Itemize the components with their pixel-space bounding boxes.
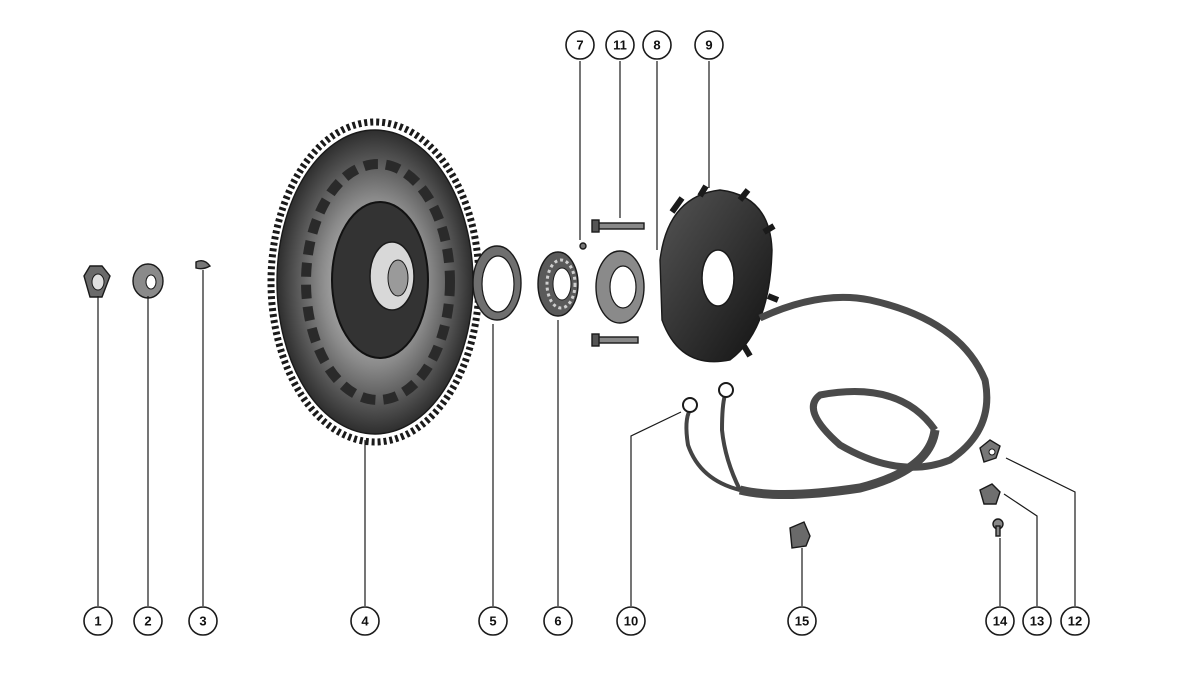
callout-number: 12 [1068,614,1082,629]
callout-circle [83,606,113,636]
callout-12: 12 [1060,606,1090,636]
part-4-flywheel [267,118,483,446]
callout-number: 8 [653,38,660,53]
part-3-key [195,259,212,270]
callout-number: 6 [554,614,561,629]
callout-number: 15 [795,614,809,629]
callout-15: 15 [787,606,817,636]
part-8-washer [595,250,645,324]
part-1-nut [83,265,111,298]
callout-1: 1 [83,606,113,636]
callout-circle [605,30,635,60]
callout-circle [133,606,163,636]
callout-number: 14 [993,614,1008,629]
callout-11: 11 [605,30,635,60]
callout-number: 2 [144,614,151,629]
callout-10: 10 [616,606,646,636]
callout-circle [1022,606,1052,636]
callout-circle [1060,606,1090,636]
callout-3: 3 [188,606,218,636]
callout-circle [543,606,573,636]
callout-number: 1 [94,614,101,629]
callout-circle [985,606,1015,636]
callout-5: 5 [478,606,508,636]
part-2-washer [132,263,164,299]
callout-2: 2 [133,606,163,636]
leader-lines [97,61,1076,606]
callout-circle [188,606,218,636]
callout-number: 4 [361,614,369,629]
callout-number: 9 [705,38,712,53]
callout-9: 9 [694,30,724,60]
callout-circle [787,606,817,636]
part-13-nut [979,483,1001,505]
part-9-stator [659,184,780,363]
callout-6: 6 [543,606,573,636]
part-14-screw [992,518,1004,537]
part-6-bearing [537,251,579,317]
callout-7: 7 [565,30,595,60]
callout-number: 10 [624,614,638,629]
callout-number: 3 [199,614,206,629]
callout-14: 14 [985,606,1015,636]
callout-number: 11 [613,38,627,53]
part-5-ring [472,245,522,321]
callout-4: 4 [350,606,380,636]
callout-circle [350,606,380,636]
callout-8: 8 [642,30,672,60]
part-15-clamp [789,521,811,549]
part-12-clip [979,439,1001,463]
callout-number: 5 [489,614,496,629]
callout-circle [694,30,724,60]
callout-13: 13 [1022,606,1052,636]
part-11-screws [591,219,645,347]
callout-circle [478,606,508,636]
callout-circle [616,606,646,636]
part-10-harness [682,293,991,500]
callout-number: 7 [576,38,583,53]
callout-circle [565,30,595,60]
callout-circle [642,30,672,60]
part-7-pin [579,242,587,250]
callout-number: 13 [1030,614,1044,629]
